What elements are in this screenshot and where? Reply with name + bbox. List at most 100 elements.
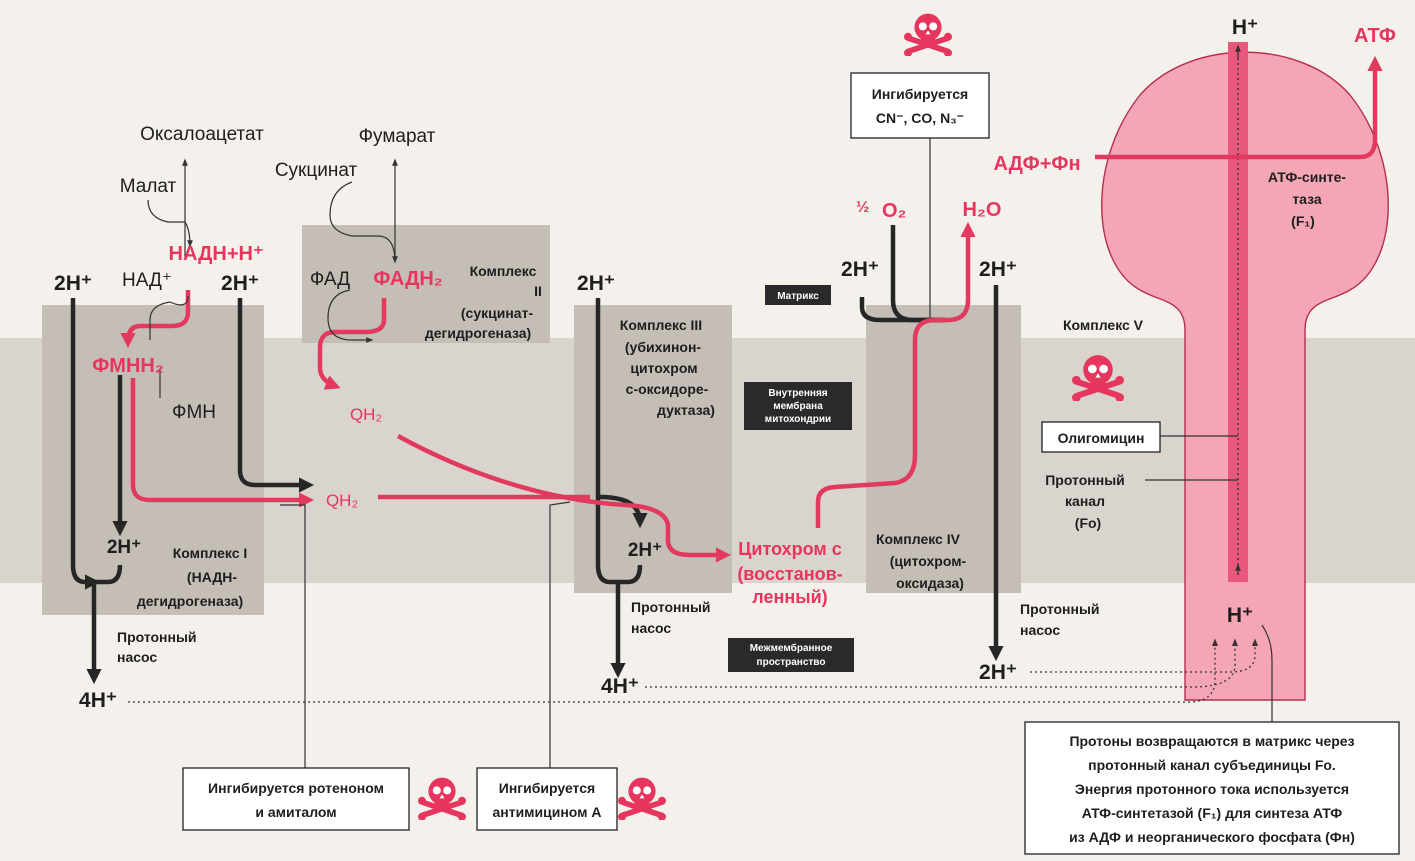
pump-iii-label-2: насос xyxy=(631,620,671,636)
cyt-c-label-3: ленный) xyxy=(752,587,827,607)
atp-label: АТФ xyxy=(1354,25,1396,47)
complex-iv-label-1: Комплекс IV xyxy=(876,531,961,547)
note-leader xyxy=(1261,624,1273,725)
antimycin-inhibitor-line-1: Ингибируется xyxy=(499,780,595,796)
atp-synthase-label-1: АТФ-синте- xyxy=(1268,169,1347,185)
pump-iv-label-2: насос xyxy=(1020,622,1060,638)
h-bottom-label: H⁺ xyxy=(1227,604,1253,627)
h4-c3-label: 4H⁺ xyxy=(601,675,639,698)
channel-label-2: канал xyxy=(1065,493,1105,509)
oligomycin-label: Олигомицин xyxy=(1058,430,1145,446)
h-mid-label: 2H⁺ xyxy=(221,272,259,295)
cyanide-inhibitor-line-2: CN⁻, CO, N₃⁻ xyxy=(876,110,964,126)
h-c1-inner-label: 2H⁺ xyxy=(107,537,141,558)
complex-iii-pump-left xyxy=(595,298,618,585)
complex-i-label-1: Комплекс I xyxy=(173,545,248,561)
membrane-label-1: Внутренняя xyxy=(768,388,827,399)
complex-i-label-2: (НАДН- xyxy=(187,569,237,585)
nad-cycle xyxy=(149,295,189,340)
h2o-label: H₂O xyxy=(963,199,1002,221)
fmnh2-label: ФМНН₂ xyxy=(92,355,164,377)
proton-channel xyxy=(1228,42,1248,582)
complex-iii-label-4: с-оксидоре- xyxy=(626,381,709,397)
malate-to-nadh-arrow xyxy=(147,199,193,248)
return-line-2h-c4 xyxy=(1030,638,1259,673)
nad-label: НАД⁺ xyxy=(122,270,172,291)
complex-i-q-arrow xyxy=(237,298,315,493)
h4-left-label: 4H⁺ xyxy=(79,689,117,712)
complex-i-block xyxy=(42,305,264,615)
complex-iii-label-5: дуктаза) xyxy=(657,402,715,418)
complex-ii-block xyxy=(302,225,550,343)
complex-i-pump-left xyxy=(70,298,101,590)
complex-iii-block xyxy=(574,305,732,593)
oxaloacetate-label: Оксалоацетат xyxy=(140,124,264,145)
h-c4-top-label: 2H⁺ xyxy=(841,258,879,281)
atp-synthase-label-2: таза xyxy=(1292,191,1322,207)
pump-i-label-1: Протонный xyxy=(117,629,197,645)
qh2-lower-label: QH₂ xyxy=(326,491,358,510)
cyanide-inhibitor-line-1: Ингибируется xyxy=(872,86,968,102)
cyt-c-label-1: Цитохром с xyxy=(738,539,841,559)
cyt-c-to-h2o-arrow xyxy=(815,221,976,528)
fmn-label: ФМН xyxy=(172,402,216,423)
note-line-1: Протоны возвращаются в матрикс через xyxy=(1069,733,1354,749)
intermembrane-label-1: Межмембранное xyxy=(750,642,833,654)
antimycin-inhibitor-line-2: антимицином А xyxy=(492,804,601,820)
complex-iii-label-3: цитохром xyxy=(630,360,697,376)
pump-iii-label-1: Протонный xyxy=(631,599,711,615)
complex-i-pump-right xyxy=(94,564,123,585)
return-line-4h-left xyxy=(128,638,1219,703)
note-line-5: из АДФ и неорганического фосфата (Фн) xyxy=(1069,829,1355,845)
pump-i-label-2: насос xyxy=(117,649,157,665)
return-line-4h-c3 xyxy=(645,638,1239,688)
channel-label-3: (Fо) xyxy=(1075,515,1101,531)
fadh2-to-qh2-arrow xyxy=(317,298,387,390)
membrane-label-3: митохондрии xyxy=(765,414,831,425)
complex-iii-label-1: Комплекс III xyxy=(620,317,702,333)
atp-synthase-label-3: (F₁) xyxy=(1291,213,1315,229)
fad-cycle xyxy=(327,289,374,343)
pump-iv-label-1: Протонный xyxy=(1020,601,1100,617)
rotenone-inhibitor-line-2: и амиталом xyxy=(255,804,336,820)
complex-iv-o2-in xyxy=(890,225,945,323)
succinate-label: Сукцинат xyxy=(275,160,358,181)
note-line-4: АТФ-синтетазой (F₁) для синтеза АТФ xyxy=(1082,805,1343,821)
cyt-c-label-2: (восстанов- xyxy=(737,564,842,584)
o2-label: O₂ xyxy=(882,200,906,222)
h-c4-bottom-label: 2H⁺ xyxy=(979,661,1017,684)
h-c4-matrix-label: 2H⁺ xyxy=(979,258,1017,281)
rotenone-inhibitor-line-1: Ингибируется ротеноном xyxy=(208,780,384,796)
h-c3-top-label: 2H⁺ xyxy=(577,272,615,295)
h-left-label: 2H⁺ xyxy=(54,272,92,295)
complex-ii-label-2: II xyxy=(534,283,542,299)
skull-crossbones-icon xyxy=(618,778,666,821)
note-line-2: протонный канал субъединицы Fо. xyxy=(1088,757,1336,773)
note-line-3: Энергия протонного тока используется xyxy=(1075,781,1349,797)
skull-crossbones-icon xyxy=(418,778,466,821)
nadh-label: НАДН+Н⁺ xyxy=(169,243,264,265)
nadh-to-fmn-arrow xyxy=(120,290,191,349)
malate-label: Малат xyxy=(120,176,177,197)
fad-label: ФАД xyxy=(310,269,350,290)
complex-ii-label-1: Комплекс xyxy=(470,263,537,279)
complex-iv-label-3: оксидаза) xyxy=(896,575,964,591)
fadh2-label: ФАДН₂ xyxy=(373,268,442,290)
half-label: ½ xyxy=(856,199,869,216)
fmnh2-to-qh2-arrow xyxy=(130,378,315,508)
adp-to-atp-arrow xyxy=(1095,55,1383,160)
complex-iii-label-2: (убихинон- xyxy=(625,339,702,355)
complex-ii-label-4: дегидрогеназа) xyxy=(425,325,531,341)
qh2-upper-label: QH₂ xyxy=(350,405,382,424)
complex-i-label-3: дегидрогеназа) xyxy=(137,593,243,609)
succinate-cycle-in xyxy=(329,181,398,264)
membrane-label-2: мембрана xyxy=(773,400,823,412)
fumarate-label: Фумарат xyxy=(359,126,436,147)
skull-crossbones-icon xyxy=(904,14,952,57)
complex-iii-pump-right xyxy=(618,564,643,585)
complex-v-label: Комплекс V xyxy=(1063,317,1144,333)
qh2-to-cyt-c-arrow xyxy=(396,434,732,563)
adp-label: АДФ+Фн xyxy=(993,153,1080,175)
h-top-label: H⁺ xyxy=(1232,16,1258,39)
